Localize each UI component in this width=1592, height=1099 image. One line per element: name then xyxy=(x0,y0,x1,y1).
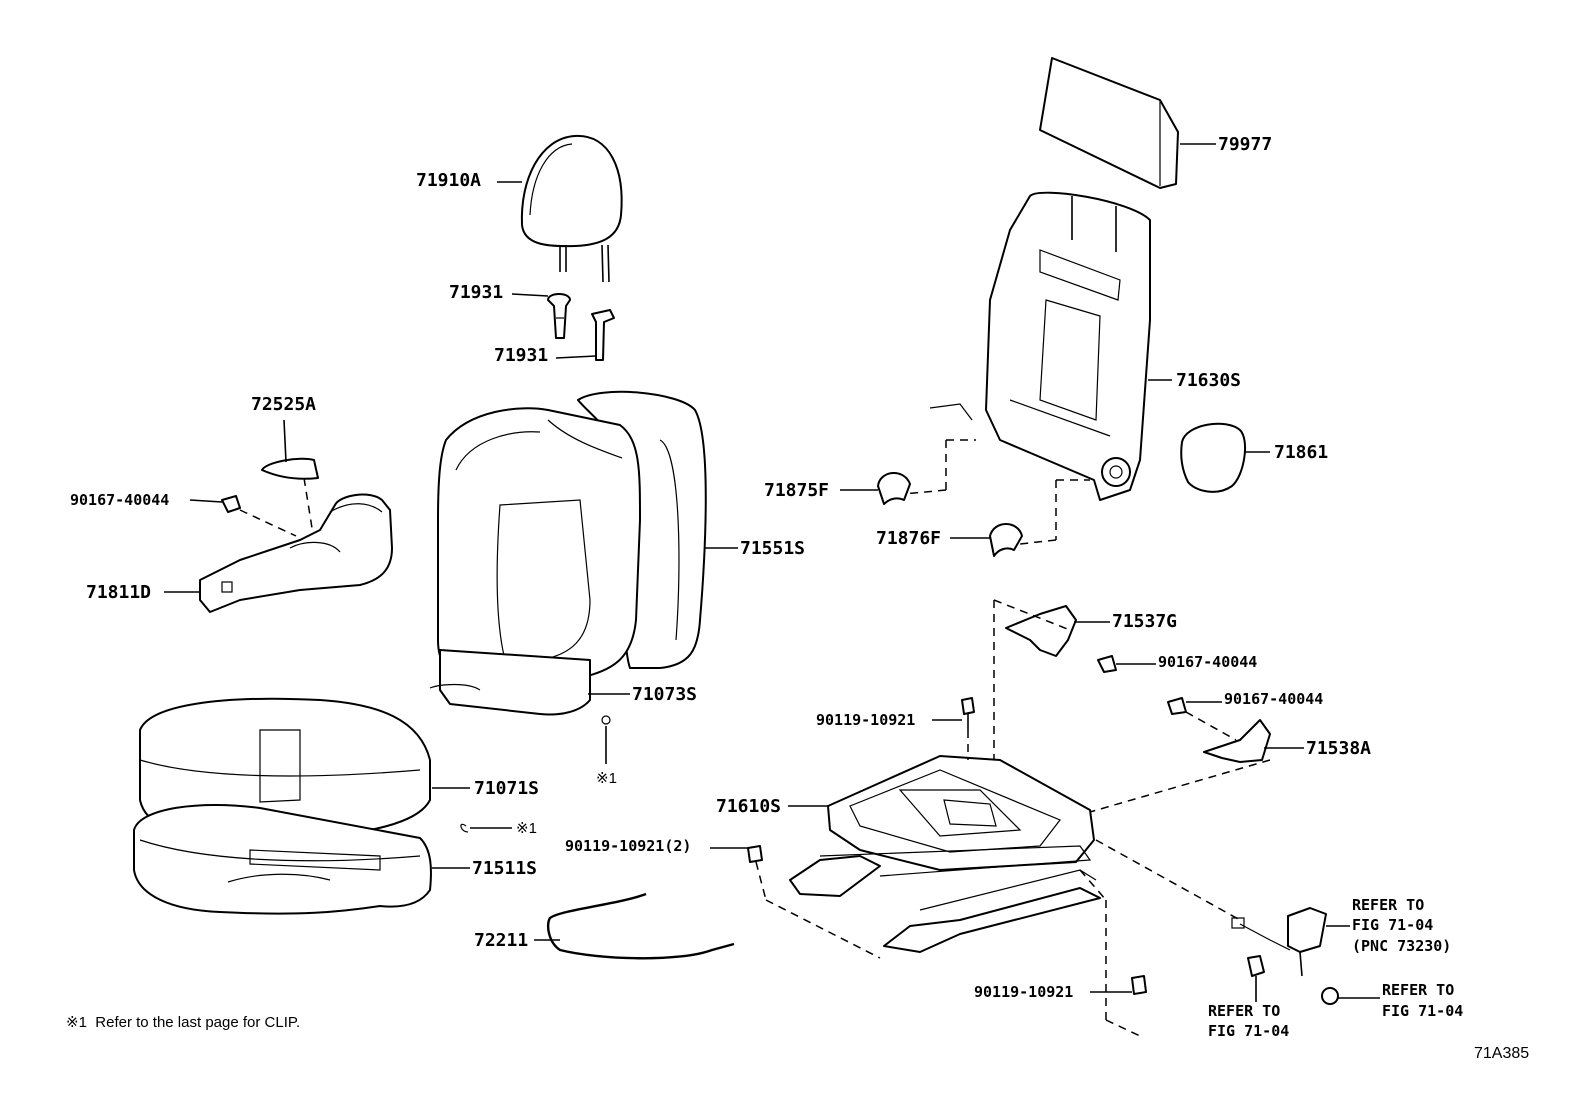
clip-mark-cushion: ※1 xyxy=(516,820,537,837)
callout-90167-40044-mid[interactable]: 90167-40044 xyxy=(1158,653,1258,671)
headrest-drawing xyxy=(497,134,623,283)
callout-90119-10921-2[interactable]: 90119-10921(2) xyxy=(565,837,692,855)
seat-frame-drawing xyxy=(710,697,1241,1037)
callout-72525a[interactable]: 72525A xyxy=(251,394,317,415)
callout-71538a[interactable]: 71538A xyxy=(1306,738,1372,759)
refer-to-anchor-line1: REFER TO xyxy=(1208,1002,1281,1020)
callout-72211[interactable]: 72211 xyxy=(474,930,529,951)
callout-71910a[interactable]: 71910A xyxy=(416,170,482,191)
lumbar-pad-drawing xyxy=(1039,57,1216,189)
hinge-cover-drawing xyxy=(840,472,1023,557)
refer-to-buckle-line2[interactable]: FIG 71-04 xyxy=(1352,916,1434,934)
refer-to-buckle-line1: REFER TO xyxy=(1352,896,1425,914)
seatback-drawing xyxy=(429,390,738,764)
callout-71071s[interactable]: 71071S xyxy=(474,778,540,799)
callout-90167-40044-right[interactable]: 90167-40044 xyxy=(1224,690,1324,708)
callout-71876f[interactable]: 71876F xyxy=(876,528,942,549)
headrest-guide-drawing xyxy=(511,293,615,361)
callout-90167-40044-left[interactable]: 90167-40044 xyxy=(70,491,170,509)
footnote: ※1 Refer to the last page for CLIP. xyxy=(66,1015,300,1030)
callout-71931-lower[interactable]: 71931 xyxy=(494,345,549,366)
seat-cushion-drawing xyxy=(133,697,512,915)
callout-71811d[interactable]: 71811D xyxy=(86,582,152,603)
callout-71931-upper[interactable]: 71931 xyxy=(449,282,504,303)
clip-mark-seatback: ※1 xyxy=(596,770,617,787)
bracket-drawing xyxy=(993,599,1304,813)
refer-to-anchor-line2[interactable]: FIG 71-04 xyxy=(1208,1022,1290,1040)
callout-71511s[interactable]: 71511S xyxy=(472,858,538,879)
refer-to-nut-line2[interactable]: FIG 71-04 xyxy=(1382,1002,1464,1020)
callout-71630s[interactable]: 71630S xyxy=(1176,370,1242,391)
buckle-drawing xyxy=(1231,907,1380,1005)
callout-71551s[interactable]: 71551S xyxy=(740,538,806,559)
callout-71861[interactable]: 71861 xyxy=(1274,442,1329,463)
footnote-mark: ※1 xyxy=(66,1014,87,1031)
callout-90119-10921-bottom[interactable]: 90119-10921 xyxy=(974,983,1074,1001)
callout-90119-10921-top[interactable]: 90119-10921 xyxy=(816,711,916,729)
refer-to-buckle-line3: (PNC 73230) xyxy=(1352,937,1452,955)
side-shield-drawing xyxy=(164,419,393,613)
wire-drawing xyxy=(534,892,735,960)
callout-71610s[interactable]: 71610S xyxy=(716,796,782,817)
footnote-text: Refer to the last page for CLIP. xyxy=(95,1014,301,1031)
refer-to-nut-line1: REFER TO xyxy=(1382,981,1455,999)
callout-71875f[interactable]: 71875F xyxy=(764,480,830,501)
recliner-cover-drawing xyxy=(1180,422,1270,493)
callout-71537g[interactable]: 71537G xyxy=(1112,611,1178,632)
diagram-id: 71A385 xyxy=(1474,1045,1530,1062)
seatback-frame-drawing xyxy=(903,191,1172,545)
callout-79977[interactable]: 79977 xyxy=(1218,134,1273,155)
callout-71073s[interactable]: 71073S xyxy=(632,684,698,705)
